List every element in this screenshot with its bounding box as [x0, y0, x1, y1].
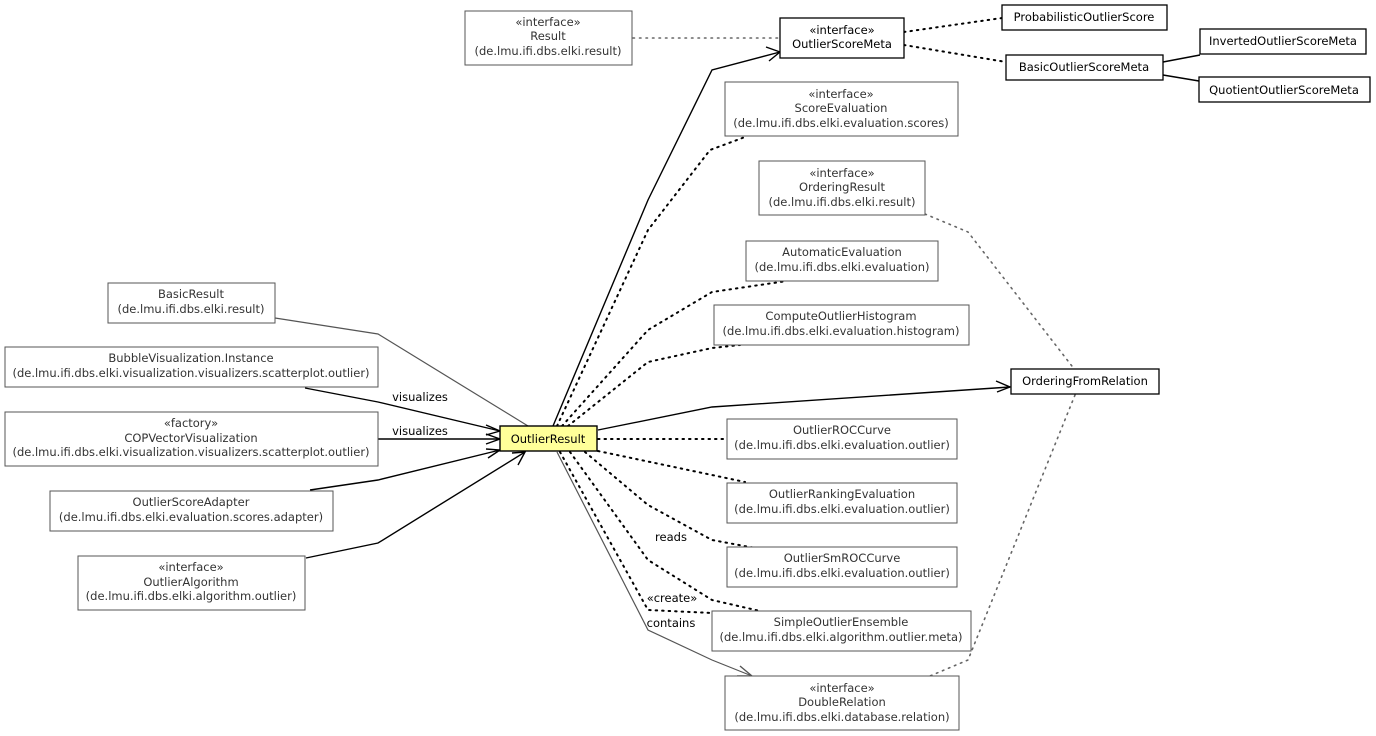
class-node-automaticevaluation[interactable]: AutomaticEvaluation (de.lmu.ifi.dbs.elki…	[745, 240, 939, 282]
package-name: (de.lmu.ifi.dbs.elki.result)	[117, 302, 264, 316]
class-node-outliersmroccurve[interactable]: OutlierSmROCCurve (de.lmu.ifi.dbs.elki.e…	[726, 546, 958, 588]
package-name: (de.lmu.ifi.dbs.elki.evaluation.outlier)	[734, 502, 950, 516]
package-name: (de.lmu.ifi.dbs.elki.algorithm.outlier)	[86, 589, 297, 603]
edges	[274, 17, 1201, 677]
class-name: DoubleRelation	[798, 695, 886, 709]
package-name: (de.lmu.ifi.dbs.elki.result)	[474, 44, 621, 58]
stereotype-label: «interface»	[809, 166, 874, 180]
edge-basicmeta-inverted	[1162, 54, 1201, 63]
arrowhead-orderingfromrelation	[995, 380, 1012, 393]
class-name: ComputeOutlierHistogram	[765, 309, 916, 323]
class-name: OutlierResult	[511, 432, 586, 446]
stereotype-label: «interface»	[809, 23, 874, 37]
edge-labels: visualizes visualizes reads «create» con…	[392, 390, 697, 630]
package-name: (de.lmu.ifi.dbs.elki.evaluation.outlier)	[734, 438, 950, 452]
class-name: SimpleOutlierEnsemble	[774, 615, 909, 629]
edge-bubble-outlierresult	[304, 387, 501, 432]
class-name: QuotientOutlierScoreMeta	[1209, 83, 1359, 97]
edge-outlierresult-outlierscoremeta	[552, 51, 781, 427]
class-node-basicoutlierscoremeta[interactable]: BasicOutlierScoreMeta	[1005, 54, 1164, 81]
class-node-scoreevaluation[interactable]: «interface» ScoreEvaluation (de.lmu.ifi.…	[724, 81, 959, 137]
class-node-orderingfromrelation[interactable]: OrderingFromRelation	[1010, 368, 1160, 395]
edge-outlierresult-doublerelation	[556, 451, 753, 677]
edge-label-contains: contains	[647, 616, 696, 630]
edge-meta-probabilistic	[903, 17, 1003, 33]
edge-label-visualizes-bubble: visualizes	[392, 390, 448, 404]
edge-outlierresult-orderingfromrelation	[597, 386, 1011, 431]
class-node-bubblevisualization[interactable]: BubbleVisualization.Instance (de.lmu.ifi…	[4, 346, 379, 388]
package-name: (de.lmu.ifi.dbs.elki.visualization.visua…	[12, 445, 369, 459]
class-name: OrderingResult	[799, 180, 885, 194]
package-name: (de.lmu.ifi.dbs.elki.evaluation.scores.a…	[59, 510, 323, 524]
class-name: COPVectorVisualization	[124, 431, 257, 445]
class-node-probabilisticoutlierscore[interactable]: ProbabilisticOutlierScore	[1001, 4, 1168, 31]
stereotype-label: «factory»	[164, 416, 218, 430]
edge-outlierresult-histogram	[567, 344, 741, 427]
class-name: BasicOutlierScoreMeta	[1019, 60, 1149, 74]
edge-algorithm-outlierresult	[305, 451, 526, 559]
class-node-doublerelation[interactable]: «interface» DoubleRelation (de.lmu.ifi.d…	[724, 675, 960, 731]
class-name: ProbabilisticOutlierScore	[1014, 10, 1155, 24]
class-node-outlierroccurve[interactable]: OutlierROCCurve (de.lmu.ifi.dbs.elki.eva…	[726, 418, 958, 460]
arrowhead-algorithm	[511, 451, 527, 466]
edge-basicmeta-quotient	[1162, 74, 1200, 82]
edge-label-visualizes-cop: visualizes	[392, 424, 448, 438]
edge-outlierresult-rankingeval	[597, 450, 746, 483]
class-node-orderingresult[interactable]: «interface» OrderingResult (de.lmu.ifi.d…	[758, 160, 926, 216]
class-name: AutomaticEvaluation	[782, 245, 902, 259]
stereotype-label: «interface»	[158, 560, 223, 574]
class-name: BasicResult	[158, 287, 224, 301]
class-node-result[interactable]: «interface» Result (de.lmu.ifi.dbs.elki.…	[464, 10, 633, 66]
package-name: (de.lmu.ifi.dbs.elki.result)	[768, 195, 915, 209]
class-node-outlierrankingevaluation[interactable]: OutlierRankingEvaluation (de.lmu.ifi.dbs…	[726, 482, 958, 524]
stereotype-label: «interface»	[808, 87, 873, 101]
class-name: OutlierRankingEvaluation	[769, 487, 915, 501]
class-name: OutlierROCCurve	[793, 423, 891, 437]
stereotype-label: «interface»	[515, 15, 580, 29]
class-node-copvectorvisualization[interactable]: «factory» COPVectorVisualization (de.lmu…	[4, 411, 379, 467]
class-node-outlierscoreadapter[interactable]: OutlierScoreAdapter (de.lmu.ifi.dbs.elki…	[49, 490, 334, 532]
class-node-outlieralgorithm[interactable]: «interface» OutlierAlgorithm (de.lmu.ifi…	[77, 555, 306, 611]
class-name: ScoreEvaluation	[795, 101, 888, 115]
class-node-quotientoutlierscoremeta[interactable]: QuotientOutlierScoreMeta	[1198, 76, 1371, 103]
class-name: OutlierScoreAdapter	[133, 495, 250, 509]
class-name: BubbleVisualization.Instance	[108, 351, 273, 365]
class-name: InvertedOutlierScoreMeta	[1209, 34, 1357, 48]
class-node-simpleoutlierensemble[interactable]: SimpleOutlierEnsemble (de.lmu.ifi.dbs.el…	[711, 610, 972, 652]
package-name: (de.lmu.ifi.dbs.elki.algorithm.outlier.m…	[719, 630, 962, 644]
class-name: OutlierSmROCCurve	[784, 551, 901, 565]
stereotype-label: «interface»	[809, 681, 874, 695]
package-name: (de.lmu.ifi.dbs.elki.database.relation)	[734, 710, 949, 724]
class-name: OutlierScoreMeta	[792, 37, 892, 51]
edge-label-reads: reads	[655, 530, 687, 544]
edge-outlierresult-scoreevaluation	[556, 136, 746, 427]
class-name: OutlierAlgorithm	[143, 575, 238, 589]
package-name: (de.lmu.ifi.dbs.elki.evaluation.scores)	[733, 116, 949, 130]
package-name: (de.lmu.ifi.dbs.elki.evaluation)	[755, 260, 930, 274]
edge-label-create: «create»	[647, 591, 698, 605]
class-name: OrderingFromRelation	[1022, 374, 1148, 388]
class-node-basicresult[interactable]: BasicResult (de.lmu.ifi.dbs.elki.result)	[107, 282, 276, 324]
edge-adapter-outlierresult	[309, 449, 501, 491]
package-name: (de.lmu.ifi.dbs.elki.visualization.visua…	[12, 366, 369, 380]
edge-basicresult-outlierresult	[274, 317, 529, 427]
edge-meta-basicmeta	[903, 44, 1007, 63]
edge-outlierresult-ensemble-reads	[569, 451, 761, 612]
edge-outlierresult-ensemble-create	[559, 451, 713, 614]
package-name: (de.lmu.ifi.dbs.elki.evaluation.outlier)	[734, 566, 950, 580]
edge-outlierresult-smroc	[584, 451, 756, 549]
edge-orderingfromrelation-doublerelation	[929, 394, 1076, 677]
class-node-computeoutlierhistogram[interactable]: ComputeOutlierHistogram (de.lmu.ifi.dbs.…	[713, 304, 970, 346]
edge-outlierresult-automaticevaluation	[561, 280, 788, 427]
edge-orderingresult-orderingfromrelation	[924, 213, 1076, 371]
package-name: (de.lmu.ifi.dbs.elki.evaluation.histogra…	[723, 324, 960, 338]
class-name: Result	[530, 29, 566, 43]
class-node-outlierresult[interactable]: OutlierResult	[499, 425, 598, 452]
class-node-invertedoutlierscoremeta[interactable]: InvertedOutlierScoreMeta	[1199, 28, 1367, 55]
class-node-outlierscoremeta[interactable]: «interface» OutlierScoreMeta	[779, 17, 905, 59]
